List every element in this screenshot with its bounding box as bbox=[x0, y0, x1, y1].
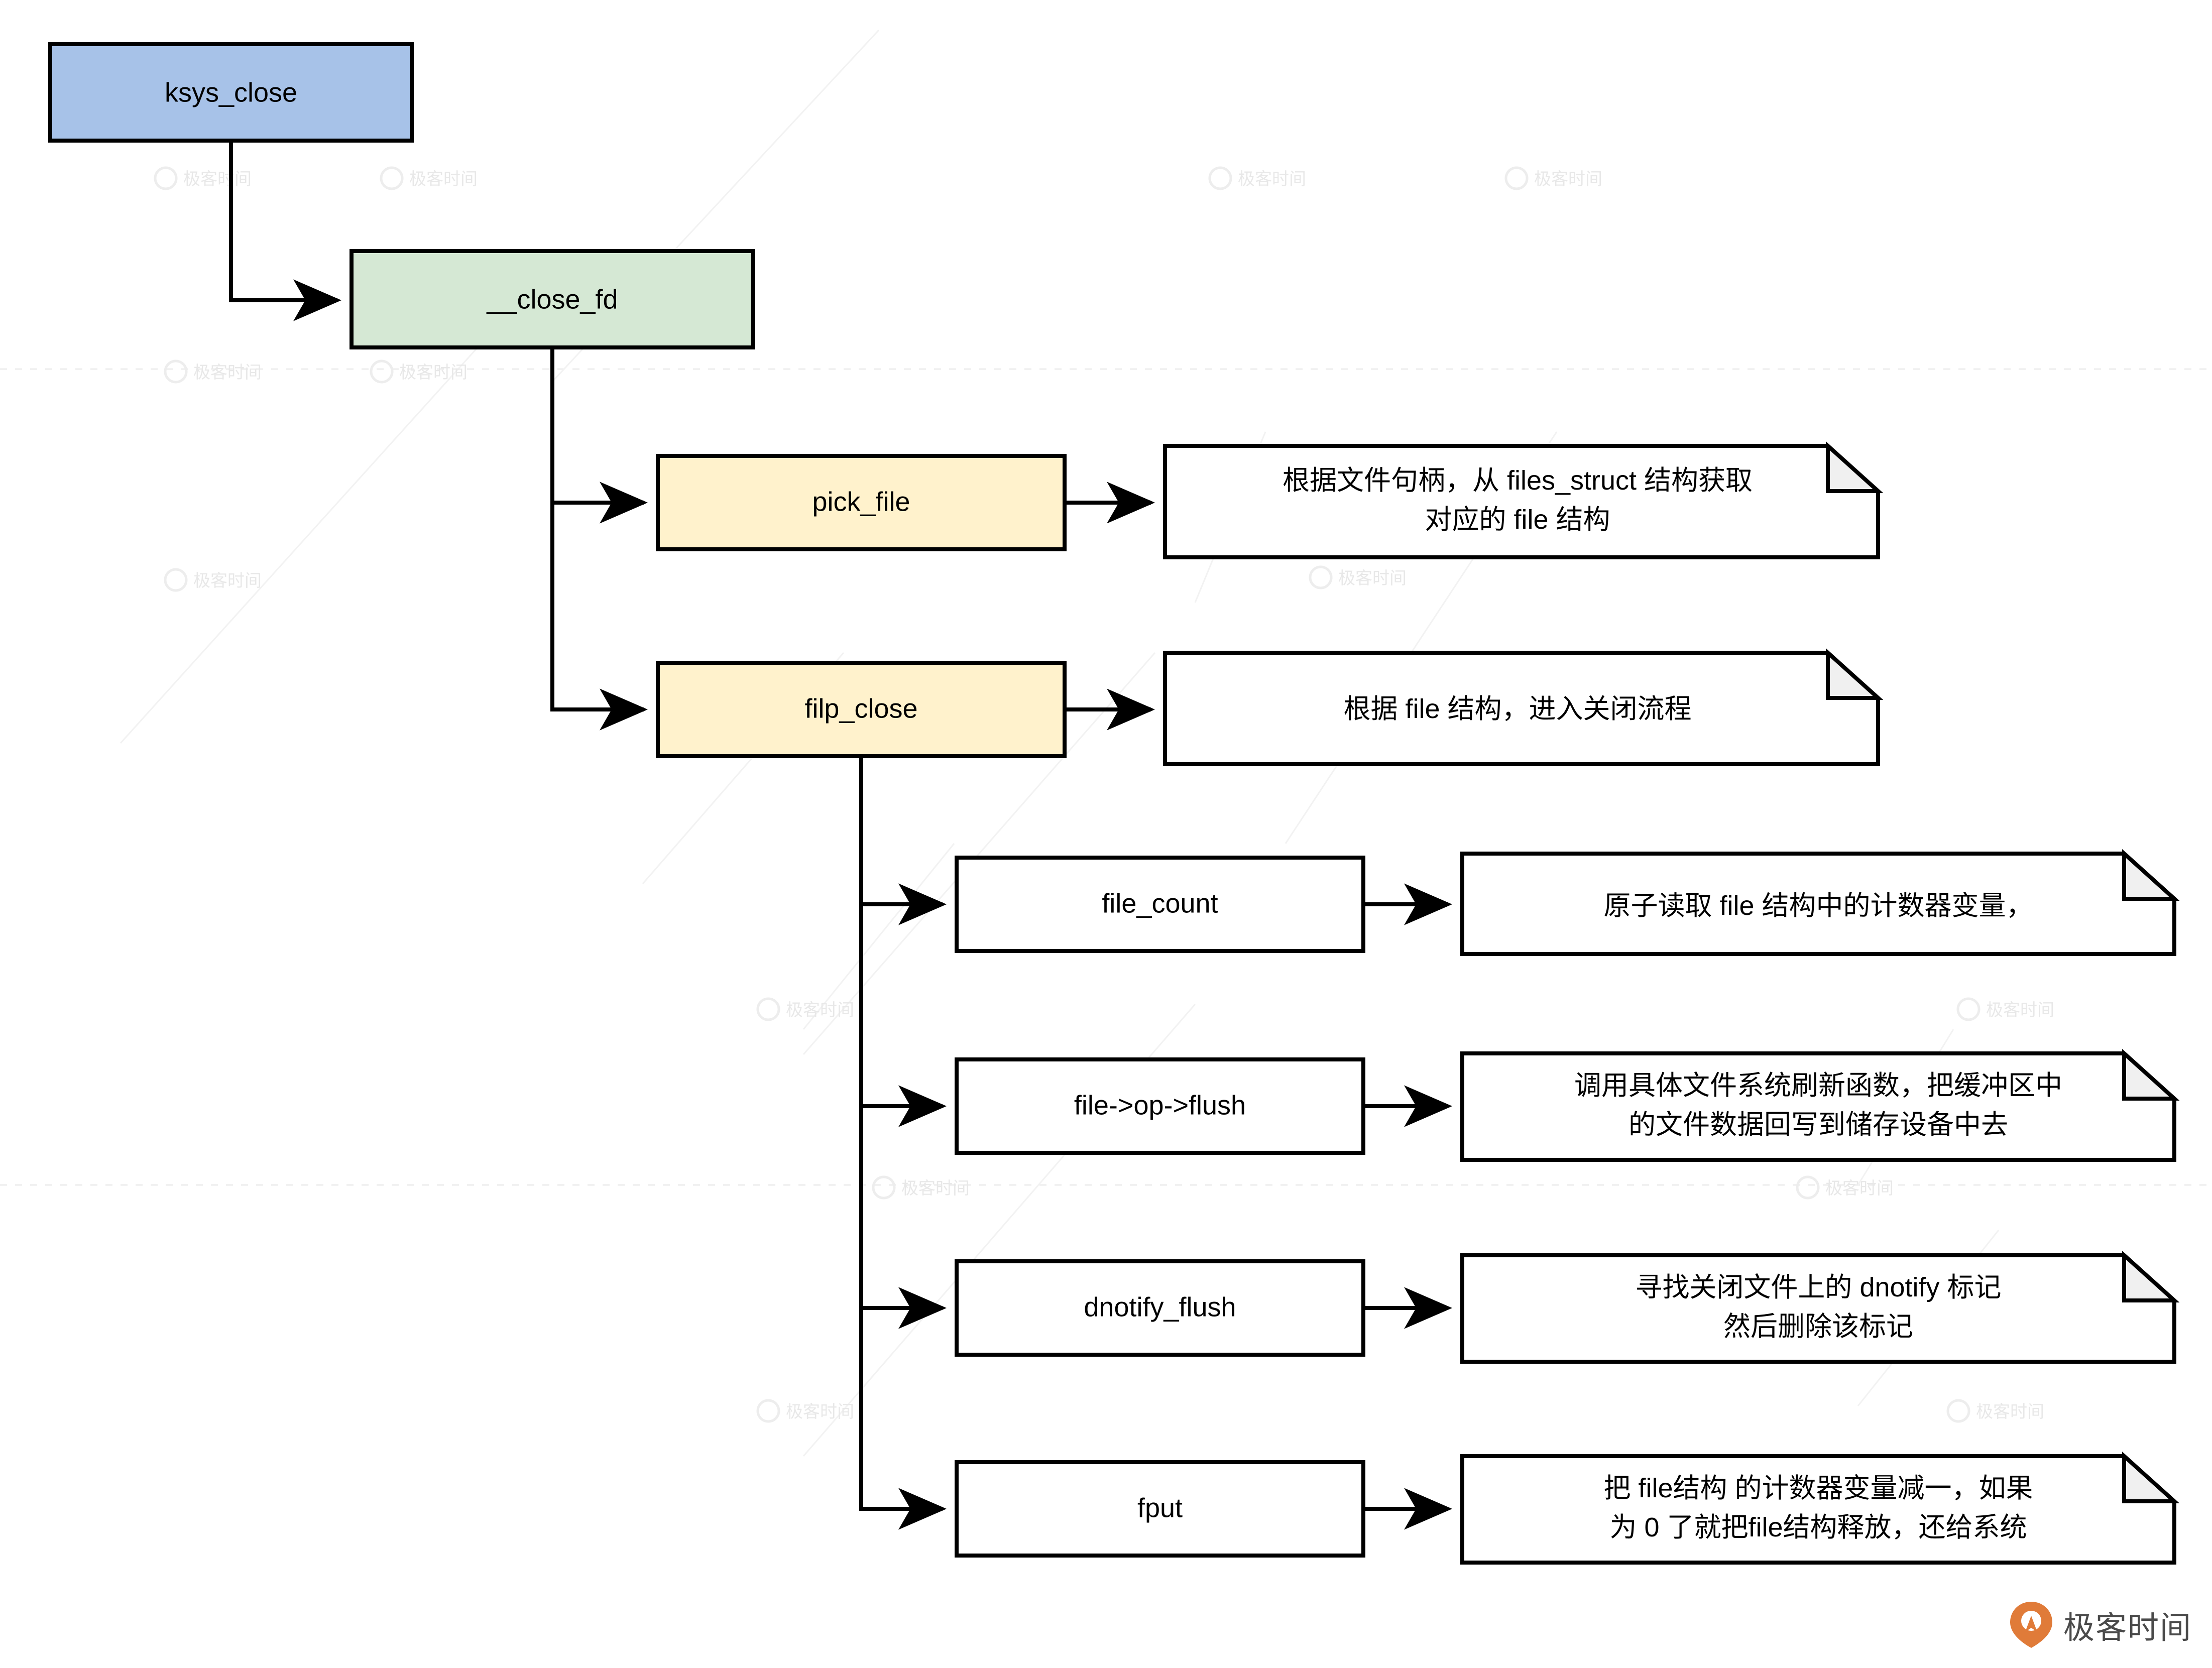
note-line-2: 为 0 了就把file结构释放，还给系统 bbox=[1609, 1512, 2027, 1542]
edge-filp-close-to-file-op-flush bbox=[859, 756, 947, 1127]
note-line-1: 原子读取 file 结构中的计数器变量， bbox=[1603, 891, 2033, 921]
note-file-count[interactable]: 原子读取 file 结构中的计数器变量， bbox=[1460, 849, 2180, 956]
note-fold-icon bbox=[2122, 1251, 2180, 1302]
node-pick-file[interactable]: pick_file bbox=[656, 454, 1067, 551]
svg-text:极客时间: 极客时间 bbox=[1238, 170, 1306, 189]
svg-text:极客时间: 极客时间 bbox=[193, 363, 262, 382]
edge-filp-close-to-file-count bbox=[859, 756, 947, 925]
svg-text:极客时间: 极客时间 bbox=[193, 571, 262, 590]
svg-text:极客时间: 极客时间 bbox=[1986, 1001, 2054, 1020]
svg-text:极客时间: 极客时间 bbox=[409, 170, 478, 189]
svg-text:极客时间: 极客时间 bbox=[786, 1001, 854, 1020]
svg-text:极客时间: 极客时间 bbox=[901, 1179, 970, 1198]
node-ksys-close[interactable]: ksys_close bbox=[48, 42, 414, 143]
svg-text:极客时间: 极客时间 bbox=[1338, 569, 1407, 588]
brand-logo: 极客时间 bbox=[2008, 1601, 2192, 1649]
svg-text:极客时间: 极客时间 bbox=[786, 1402, 854, 1421]
note-line-2: 对应的 file 结构 bbox=[1425, 505, 1610, 535]
note-fold-icon bbox=[2122, 1452, 2180, 1503]
watermark-tile: 极客时间 极客时间 极客时间 极客时间 极客时间 极客时间 极客时间 极客时间 … bbox=[154, 166, 2054, 1423]
edge-filp-close-to-fput bbox=[859, 756, 947, 1530]
brand-name: 极客时间 bbox=[2063, 1611, 2192, 1645]
node-label-filp-close: filp_close bbox=[804, 693, 917, 724]
node-close-fd[interactable]: __close_fd bbox=[350, 249, 755, 349]
edge-close-fd-to-pick-file bbox=[550, 347, 648, 524]
note-line-1: 把 file结构 的计数器变量减一，如果 bbox=[1603, 1473, 2033, 1503]
note-file-op-flush[interactable]: 调用具体文件系统刷新函数，把缓冲区中 的文件数据回写到储存设备中去 bbox=[1460, 1049, 2180, 1162]
node-filp-close[interactable]: filp_close bbox=[656, 661, 1067, 758]
note-fold-icon bbox=[2122, 849, 2180, 901]
note-line-1: 根据文件句柄，从 files_struct 结构获取 bbox=[1283, 465, 1753, 496]
note-fold-icon bbox=[1826, 648, 1884, 700]
node-label-file-count: file_count bbox=[1102, 888, 1218, 918]
svg-text:极客时间: 极客时间 bbox=[1976, 1402, 2044, 1421]
note-fold-icon bbox=[2122, 1049, 2180, 1101]
node-label-pick-file: pick_file bbox=[812, 487, 910, 517]
edge-close-fd-to-filp-close bbox=[550, 347, 648, 731]
note-line-1: 寻找关闭文件上的 dnotify 标记 bbox=[1635, 1272, 2001, 1302]
note-filp-close[interactable]: 根据 file 结构，进入关闭流程 bbox=[1163, 648, 1884, 766]
note-line-2: 的文件数据回写到储存设备中去 bbox=[1628, 1110, 2008, 1140]
edges-layer bbox=[229, 141, 1452, 1530]
node-label-dnotify-flush: dnotify_flush bbox=[1084, 1292, 1236, 1322]
node-label-file-op-flush: file->op->flush bbox=[1074, 1090, 1246, 1120]
note-line-1: 根据 file 结构，进入关闭流程 bbox=[1343, 694, 1691, 724]
watermark-layer: 极客时间 极客时间 极客时间 极客时间 极客时间 极客时间 极客时间 极客时间 … bbox=[0, 29, 2212, 1457]
svg-text:极客时间: 极客时间 bbox=[399, 363, 468, 382]
geektime-pin-icon bbox=[2010, 1602, 2052, 1648]
note-dnotify-flush[interactable]: 寻找关闭文件上的 dnotify 标记 然后删除该标记 bbox=[1460, 1251, 2180, 1364]
node-fput[interactable]: fput bbox=[955, 1460, 1365, 1558]
edge-ksys-close-to-close-fd bbox=[229, 141, 341, 321]
note-line-1: 调用具体文件系统刷新函数，把缓冲区中 bbox=[1574, 1070, 2062, 1101]
node-label-ksys-close: ksys_close bbox=[165, 77, 297, 107]
node-file-count[interactable]: file_count bbox=[955, 856, 1365, 953]
node-label-close-fd: __close_fd bbox=[486, 284, 618, 314]
note-pick-file[interactable]: 根据文件句柄，从 files_struct 结构获取 对应的 file 结构 bbox=[1163, 441, 1884, 559]
svg-text:极客时间: 极客时间 bbox=[183, 170, 252, 189]
node-label-fput: fput bbox=[1137, 1493, 1183, 1523]
node-file-op-flush[interactable]: file->op->flush bbox=[955, 1057, 1365, 1155]
note-fput[interactable]: 把 file结构 的计数器变量减一，如果 为 0 了就把file结构释放，还给系… bbox=[1460, 1452, 2180, 1565]
note-fold-icon bbox=[1826, 441, 1884, 493]
note-line-2: 然后删除该标记 bbox=[1723, 1312, 1913, 1342]
svg-text:极客时间: 极客时间 bbox=[1534, 170, 1602, 189]
edge-filp-close-to-dnotify-flush bbox=[859, 756, 947, 1329]
node-dnotify-flush[interactable]: dnotify_flush bbox=[955, 1259, 1365, 1357]
svg-text:极客时间: 极客时间 bbox=[1825, 1179, 1894, 1198]
